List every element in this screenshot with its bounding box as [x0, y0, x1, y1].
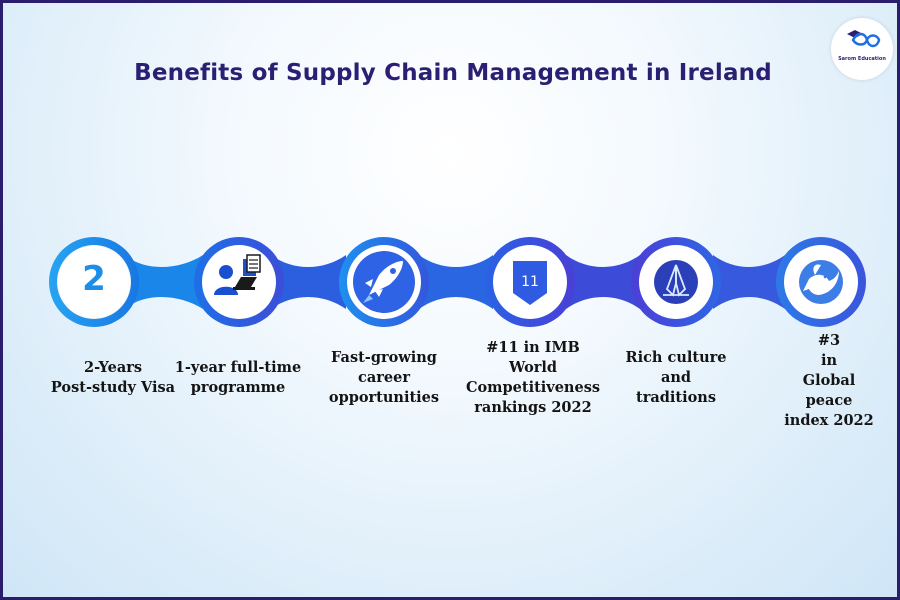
- benefit-label-2: 1-year full-time programme: [165, 358, 311, 398]
- benefit-label-1: 2-Years Post-study Visa: [43, 358, 183, 398]
- person-laptop-icon: [214, 254, 261, 295]
- benefit-label-5: Rich culture and traditions: [611, 348, 741, 408]
- benefit-text: 2-Years Post-study Visa: [50, 359, 176, 396]
- badge-number: 11: [521, 274, 539, 290]
- connector: [566, 255, 640, 309]
- ranking-badge-icon: 11: [513, 261, 547, 305]
- benefit-text: Rich culture and traditions: [625, 349, 727, 406]
- timeline-chain: 11: [49, 237, 866, 327]
- benefit-text: #11 in IMB World Competitiveness ranking…: [465, 339, 601, 416]
- benefit-text: #3 in Global peace index 2022: [784, 332, 874, 429]
- connector: [125, 255, 203, 309]
- benefit-label-3: Fast-growing career opportunities: [317, 348, 451, 408]
- benefit-1-node: 2: [57, 245, 131, 319]
- logo-text: Sarom Education: [838, 56, 886, 62]
- benefit-label-4: #11 in IMB World Competitiveness ranking…: [458, 338, 608, 418]
- peace-dove-icon: [799, 260, 843, 304]
- benefit-label-6: #3 in Global peace index 2022: [771, 331, 887, 431]
- connector: [713, 255, 785, 309]
- logo: Sarom Education: [831, 18, 893, 80]
- praying-hands-icon: [654, 260, 698, 304]
- page-title: Benefits of Supply Chain Management in I…: [134, 60, 772, 86]
- graduation-cap-icon: [847, 30, 881, 48]
- benefit-text: 1-year full-time programme: [174, 359, 302, 396]
- connector: [419, 255, 493, 309]
- rocket-icon: [353, 251, 415, 313]
- number-2-icon: 2: [82, 259, 106, 299]
- connector: [271, 255, 346, 309]
- benefit-text: Fast-growing career opportunities: [328, 349, 440, 406]
